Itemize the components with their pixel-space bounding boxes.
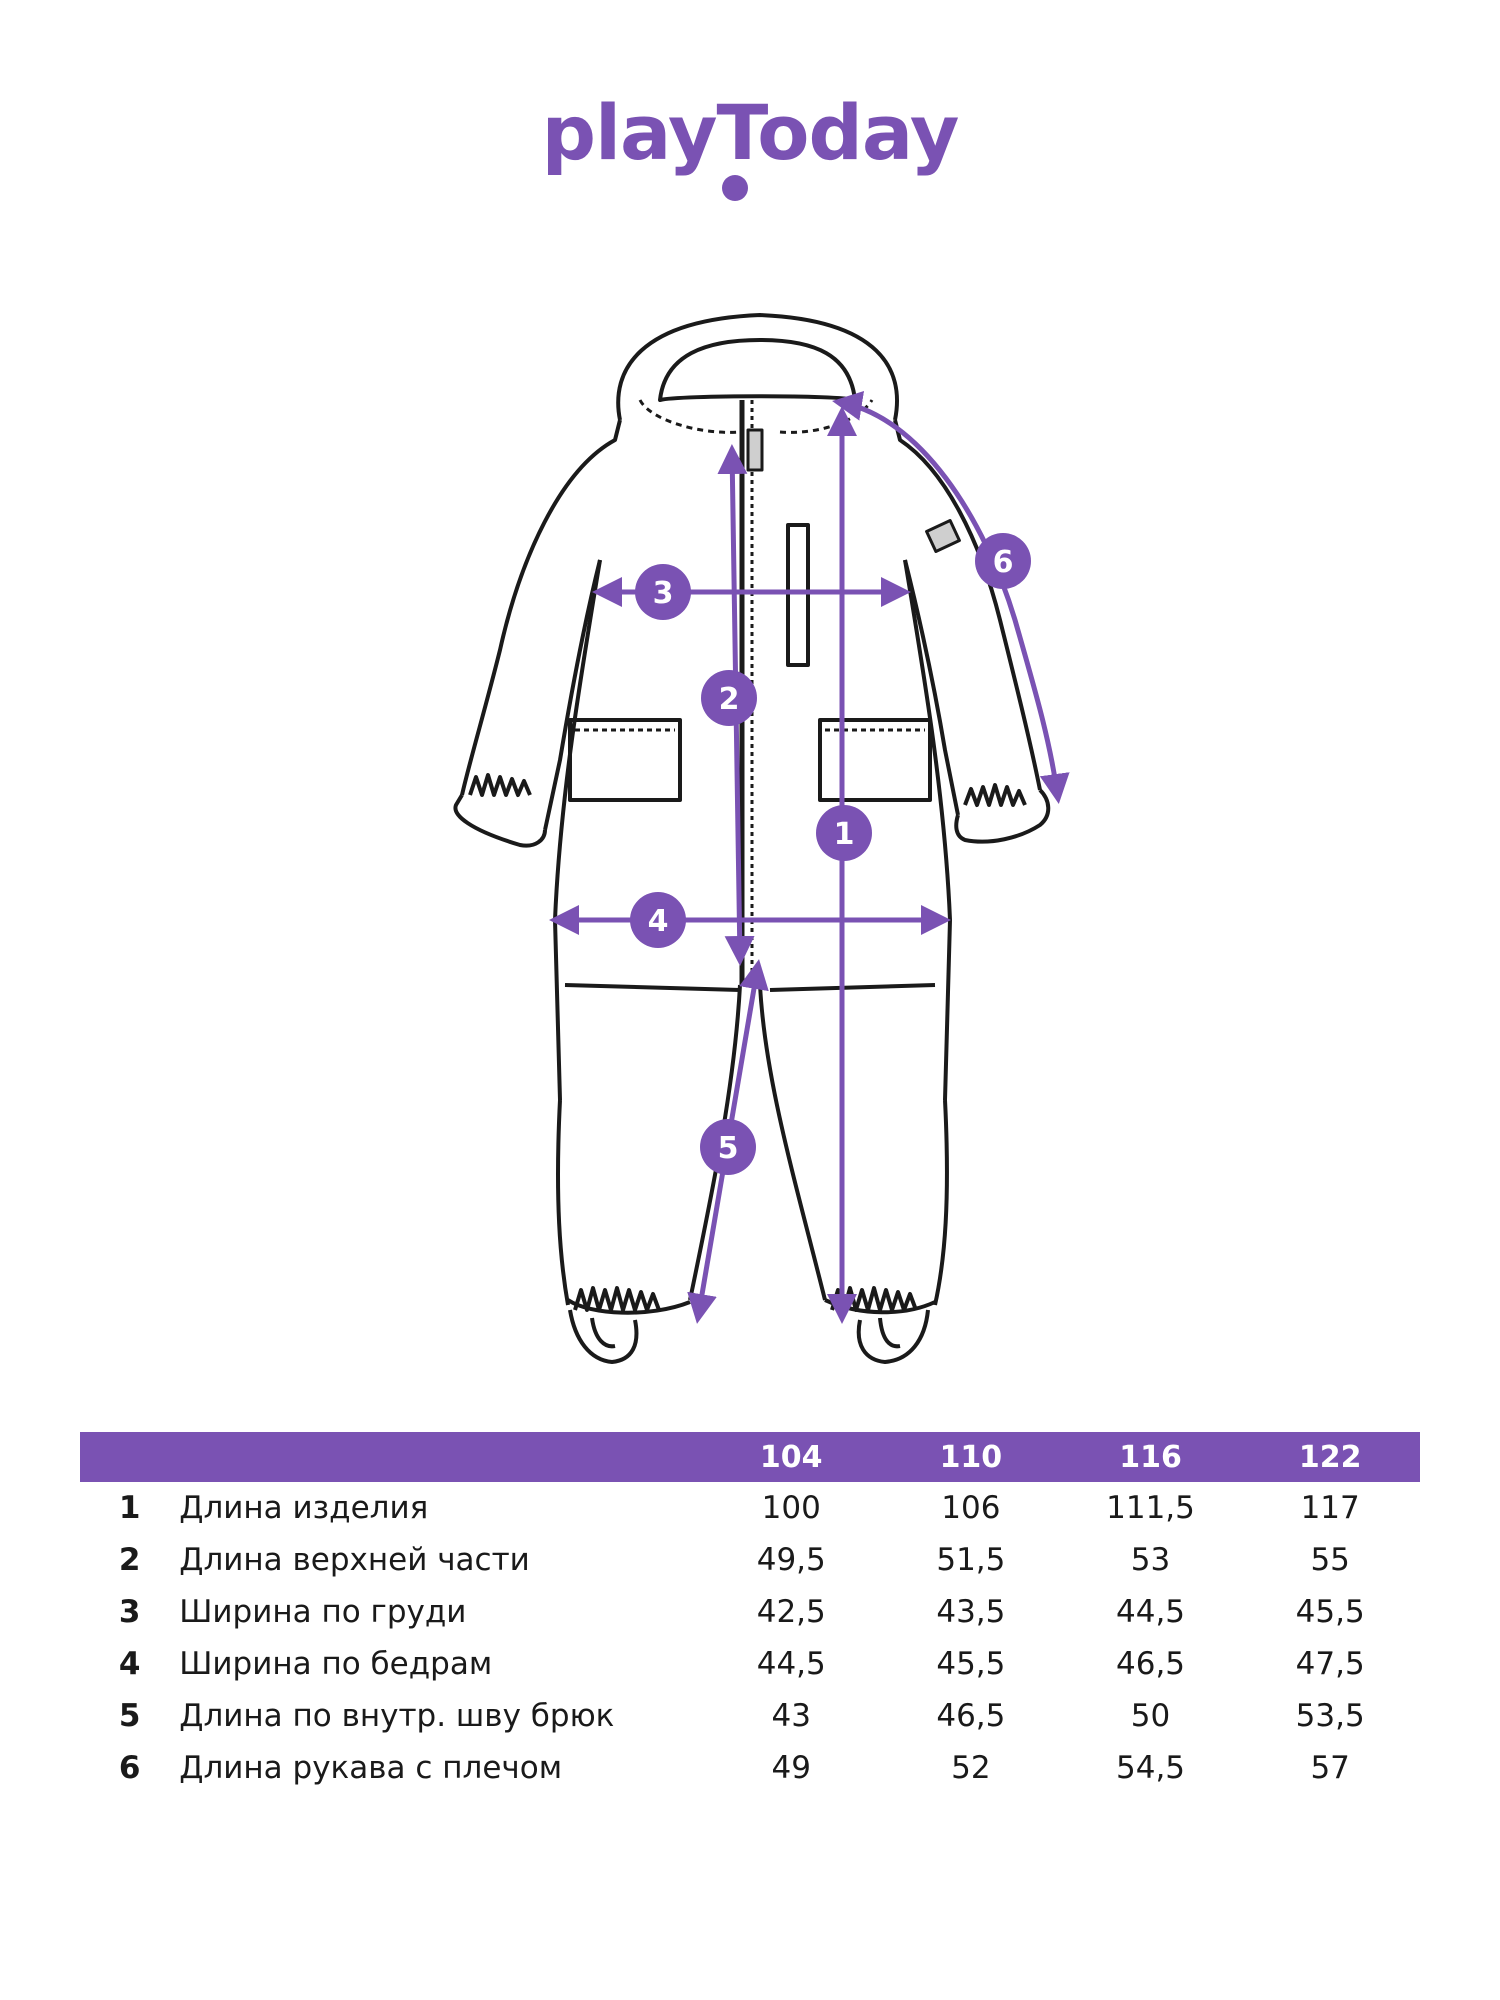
badge-6: 6 [975, 533, 1031, 589]
row-value: 44,5 [1116, 1594, 1186, 1630]
row-number: 1 [118, 1490, 141, 1526]
row-value: 53,5 [1295, 1698, 1365, 1734]
brand-logo: playToday [541, 88, 960, 177]
row-value: 49 [771, 1750, 811, 1786]
row-value: 50 [1130, 1698, 1171, 1734]
row-value: 45,5 [936, 1646, 1006, 1682]
table-row: 5 Длина по внутр. шву брюк 43 46,5 50 53… [80, 1690, 1420, 1742]
badge-3: 3 [635, 564, 691, 620]
row-label: Длина по внутр. шву брюк [179, 1698, 615, 1734]
table-row: 6 Длина рукава с плечом 49 52 54,5 57 [80, 1742, 1420, 1794]
row-value: 45,5 [1295, 1594, 1365, 1630]
row-label: Длина рукава с плечом [179, 1750, 563, 1786]
table-row: 3 Ширина по груди 42,5 43,5 44,5 45,5 [80, 1586, 1420, 1638]
size-table-grid: 104 110 116 122 1 Длина изделия 100 106 … [80, 1432, 1420, 1794]
svg-text:2: 2 [719, 682, 740, 717]
row-value: 51,5 [936, 1542, 1006, 1578]
row-value: 43 [771, 1698, 811, 1734]
row-value: 49,5 [756, 1542, 826, 1578]
jumpsuit-outline [453, 313, 1051, 1364]
row-value: 55 [1310, 1542, 1350, 1578]
row-label: Длина верхней части [179, 1542, 530, 1578]
header-spacer-label [179, 1432, 701, 1482]
size-header: 104 [759, 1439, 823, 1475]
svg-text:5: 5 [718, 1131, 739, 1166]
row-value: 106 [941, 1490, 1001, 1526]
row-value: 52 [951, 1750, 991, 1786]
row-number: 6 [118, 1750, 141, 1786]
row-number: 4 [118, 1646, 141, 1682]
garment-diagram: 1 2 3 4 5 6 [453, 313, 1070, 1364]
row-value: 53 [1130, 1542, 1171, 1578]
row-number: 3 [118, 1594, 141, 1630]
size-table-header: 104 110 116 122 [80, 1432, 1420, 1482]
header-spacer-num [80, 1432, 179, 1482]
svg-text:4: 4 [648, 904, 669, 939]
brand-logo-dot [722, 175, 748, 201]
row-value: 46,5 [1116, 1646, 1186, 1682]
badge-5: 5 [700, 1119, 756, 1175]
svg-text:1: 1 [834, 817, 855, 852]
svg-text:3: 3 [653, 576, 674, 611]
row-value: 100 [761, 1490, 821, 1526]
size-header: 122 [1298, 1439, 1362, 1475]
measurement-lines [549, 390, 1070, 1324]
size-table: 104 110 116 122 1 Длина изделия 100 106 … [80, 1432, 1420, 1794]
svg-text:6: 6 [993, 545, 1014, 580]
row-label: Ширина по груди [179, 1594, 467, 1630]
row-value: 54,5 [1116, 1750, 1186, 1786]
badge-1: 1 [816, 805, 872, 861]
badge-4: 4 [630, 892, 686, 948]
row-value: 43,5 [936, 1594, 1006, 1630]
table-row: 1 Длина изделия 100 106 111,5 117 [80, 1482, 1420, 1534]
row-number: 2 [118, 1542, 141, 1578]
row-value: 111,5 [1106, 1490, 1195, 1526]
row-value: 44,5 [756, 1646, 826, 1682]
measure-badges: 1 2 3 4 5 6 [630, 533, 1031, 1175]
table-row: 4 Ширина по бедрам 44,5 45,5 46,5 47,5 [80, 1638, 1420, 1690]
row-label: Длина изделия [179, 1490, 429, 1526]
row-value: 117 [1300, 1490, 1360, 1526]
measure-line-6 [832, 390, 1070, 804]
row-label: Ширина по бедрам [179, 1646, 493, 1682]
row-value: 57 [1310, 1750, 1350, 1786]
badge-2: 2 [701, 670, 757, 726]
row-value: 46,5 [936, 1698, 1006, 1734]
size-header: 110 [939, 1439, 1003, 1475]
row-value: 42,5 [756, 1594, 826, 1630]
size-header: 116 [1119, 1439, 1182, 1475]
row-number: 5 [118, 1698, 141, 1734]
row-value: 47,5 [1295, 1646, 1365, 1682]
table-row: 2 Длина верхней части 49,5 51,5 53 55 [80, 1534, 1420, 1586]
